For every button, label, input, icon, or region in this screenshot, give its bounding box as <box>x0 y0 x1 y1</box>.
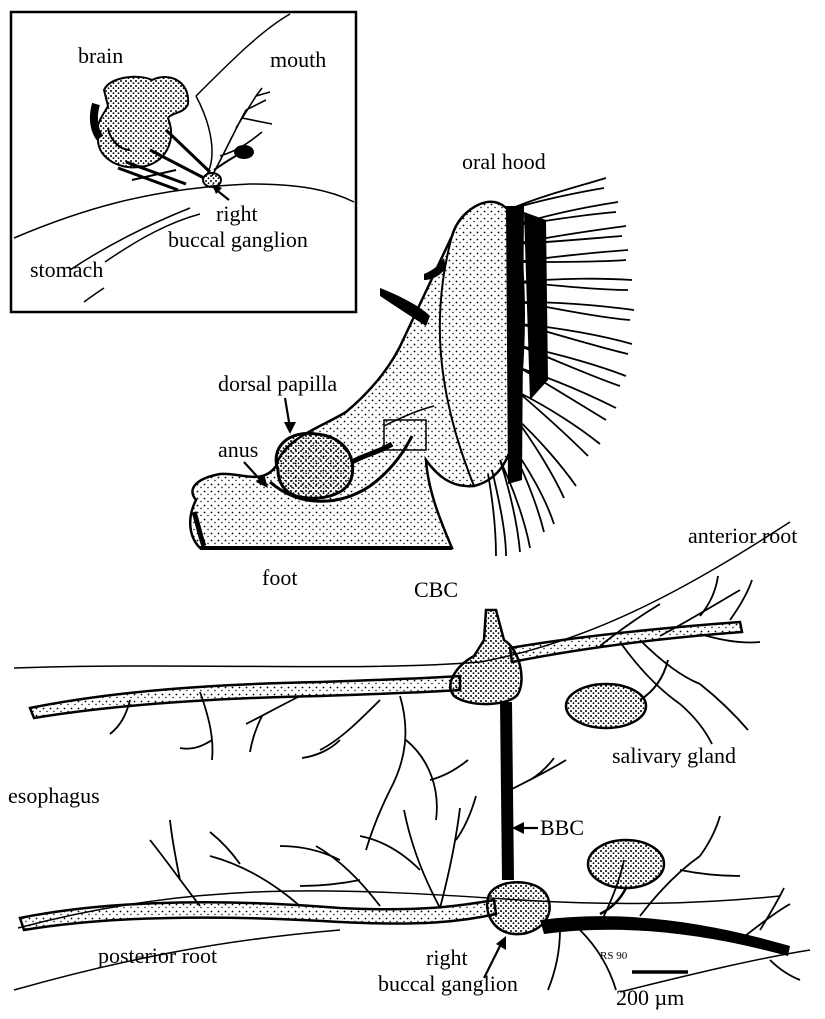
cbc-soma <box>450 610 521 704</box>
label-buccal-ganglion: buccal ganglion <box>378 972 518 996</box>
artist-signature: RS 90 <box>600 950 627 962</box>
label-anus: anus <box>218 438 258 462</box>
posterior-root-nerve <box>20 900 496 930</box>
buccal-ganglion-soma <box>487 882 550 934</box>
label-foot: foot <box>262 566 297 590</box>
inset-label-stomach: stomach <box>30 258 103 282</box>
label-bbc: BBC <box>540 816 584 840</box>
label-salivary-gland: salivary gland <box>612 744 736 768</box>
scale-bar-label: 200 µm <box>616 986 684 1010</box>
label-oral-hood: oral hood <box>462 150 546 174</box>
anterior-root-nerve <box>30 676 460 718</box>
inset-label-right: right <box>216 202 258 226</box>
label-anterior-root: anterior root <box>688 524 797 548</box>
brain-mass <box>94 77 188 168</box>
label-posterior-root: posterior root <box>98 944 217 968</box>
label-right: right <box>426 946 468 970</box>
label-esophagus: esophagus <box>8 784 100 808</box>
label-dorsal-papilla: dorsal papilla <box>218 372 337 396</box>
inset-label-brain: brain <box>78 44 123 68</box>
inset-label-mouth: mouth <box>270 48 326 72</box>
inset-label-buccal-ganglion: buccal ganglion <box>168 228 308 252</box>
label-cbc: CBC <box>414 578 458 602</box>
salivary-gland <box>566 660 668 728</box>
